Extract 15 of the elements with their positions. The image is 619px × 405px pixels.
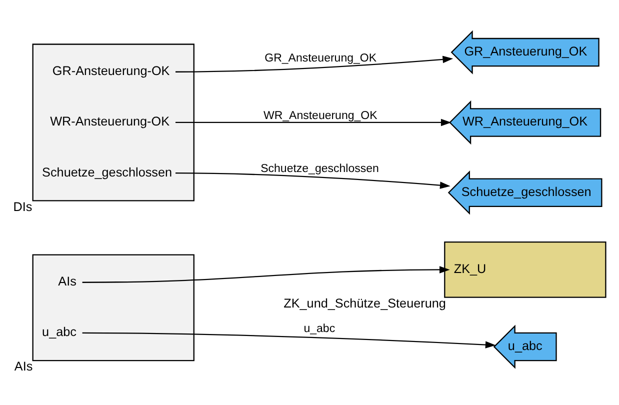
arrow [82,332,496,348]
edge-label: Schuetze_geschlossen [260,162,379,174]
node-box: AIs u_abc [32,254,194,361]
arrow [82,266,450,282]
node-label: DIs [13,199,32,214]
edge-label: WR_Ansteuerung_OK [263,110,378,122]
edge-label: GR_Ansteuerung_OK [264,52,377,64]
node-box: ZK_U [444,241,606,298]
arrow [175,118,452,126]
arrow [175,172,450,188]
node-box: GR-Ansteuerung-OK WR-Ansteuerung-OK Schuetze_geschlossen [32,43,194,201]
node-label: AIs [14,359,33,374]
node-label: ZK_und_Schütze_Steuerung [284,296,446,310]
edge-label: u_abc [304,322,336,334]
arrow [175,55,454,72]
